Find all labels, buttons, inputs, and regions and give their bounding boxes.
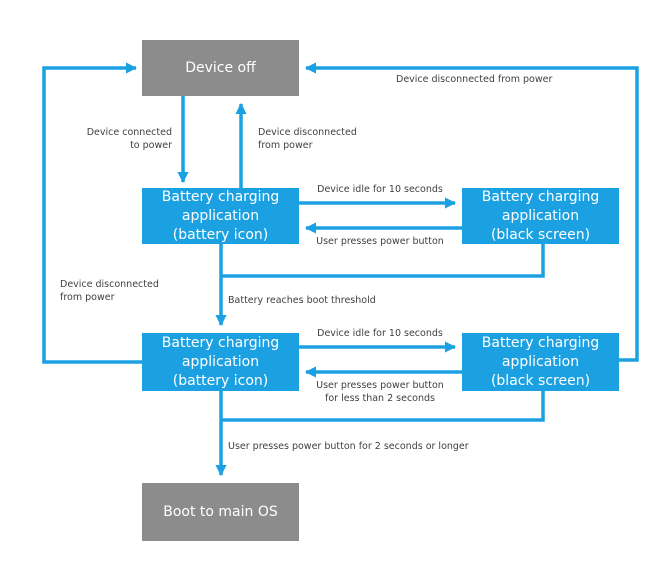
- state-label-line: Battery charging: [481, 334, 600, 351]
- label-line: Device connected: [86, 127, 172, 138]
- label-device-connected: Device connected to power: [87, 126, 172, 152]
- state-device-off-label: Device off: [185, 59, 256, 76]
- line-black-2-merge: [221, 391, 545, 422]
- label-line: Device disconnected: [258, 127, 357, 138]
- state-label-line: (black screen): [490, 226, 591, 243]
- state-boot-main-os: Boot to main OS: [142, 483, 299, 541]
- arrow-disconnected-left: [42, 62, 142, 364]
- label-line: from power: [60, 292, 115, 303]
- label-idle-2: Device idle for 10 seconds: [305, 327, 455, 340]
- label-line: User presses power button for 2 seconds …: [228, 441, 469, 452]
- state-charging-black-screen-2: Battery charging application (black scre…: [462, 333, 619, 391]
- label-line: from power: [258, 140, 313, 151]
- label-line: Device disconnected from power: [396, 74, 553, 85]
- label-press-power-1: User presses power button: [305, 235, 455, 248]
- state-label-line: application: [181, 207, 260, 224]
- state-label-line: application: [501, 207, 580, 224]
- state-charging-battery-icon-2: Battery charging application (battery ic…: [142, 333, 299, 391]
- state-label-line: application: [181, 353, 260, 370]
- state-label-line: application: [501, 353, 580, 370]
- label-device-disconnected-left: Device disconnected from power: [60, 278, 159, 304]
- label-device-disconnected-mid: Device disconnected from power: [258, 126, 357, 152]
- state-boot-main-os-label: Boot to main OS: [163, 503, 278, 520]
- label-line: Battery reaches boot threshold: [228, 295, 376, 306]
- label-device-disconnected-top-right: Device disconnected from power: [396, 73, 552, 86]
- label-boot-threshold: Battery reaches boot threshold: [228, 294, 376, 307]
- state-device-off: Device off: [142, 40, 299, 96]
- state-label-line: Battery charging: [161, 334, 280, 351]
- state-charging-black-screen-1: Battery charging application (black scre…: [462, 188, 619, 244]
- label-line: Device idle for 10 seconds: [317, 184, 443, 195]
- state-label-line: (battery icon): [172, 372, 269, 389]
- label-press-power-long: User presses power button for 2 seconds …: [228, 440, 469, 453]
- state-label-line: (black screen): [490, 372, 591, 389]
- label-line: Device disconnected: [60, 279, 159, 290]
- label-line: for less than 2 seconds: [325, 393, 435, 404]
- line-black-1-merge: [221, 244, 545, 278]
- state-label-line: Battery charging: [481, 188, 600, 205]
- label-line: User presses power button: [316, 236, 444, 247]
- state-label-line: Battery charging: [161, 188, 280, 205]
- state-label-line: (battery icon): [172, 226, 269, 243]
- label-press-power-2: User presses power button for less than …: [305, 379, 455, 405]
- state-charging-battery-icon-1: Battery charging application (battery ic…: [142, 188, 299, 244]
- label-line: to power: [130, 140, 172, 151]
- label-line: Device idle for 10 seconds: [317, 328, 443, 339]
- label-idle-1: Device idle for 10 seconds: [305, 183, 455, 196]
- label-line: User presses power button: [316, 380, 444, 391]
